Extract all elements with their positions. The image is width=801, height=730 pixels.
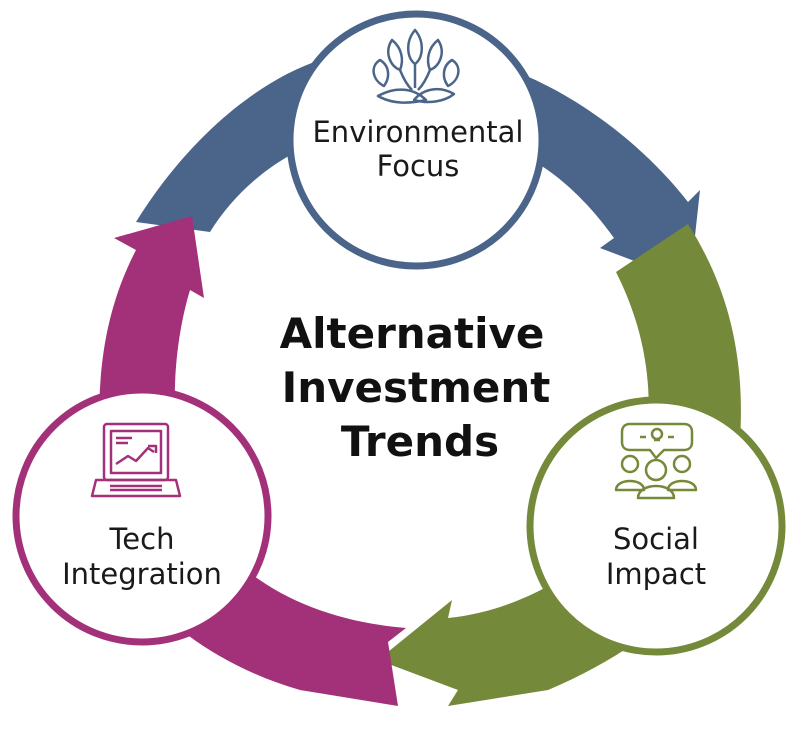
node-label-environmental-line1: Environmental (312, 115, 523, 149)
node-label-tech-line2: Integration (62, 557, 222, 591)
laptop-chart-icon (90, 422, 182, 498)
group-idea-icon (614, 422, 698, 500)
arrow-blue (136, 60, 700, 282)
node-circle-tech (12, 386, 272, 646)
node-circle-social (526, 396, 786, 656)
node-label-social-line2: Impact (606, 557, 706, 591)
node-label-tech-line1: Tech (109, 522, 175, 556)
node-label-social-line1: Social (613, 522, 699, 556)
center-title-line3: Trends (341, 417, 499, 466)
center-title-line2: Investment (282, 363, 551, 412)
lotus-flower-icon (372, 28, 460, 104)
node-circle-environmental (286, 10, 546, 270)
center-title-line1: Alternative (280, 309, 545, 358)
node-label-environmental-line2: Focus (377, 149, 460, 183)
